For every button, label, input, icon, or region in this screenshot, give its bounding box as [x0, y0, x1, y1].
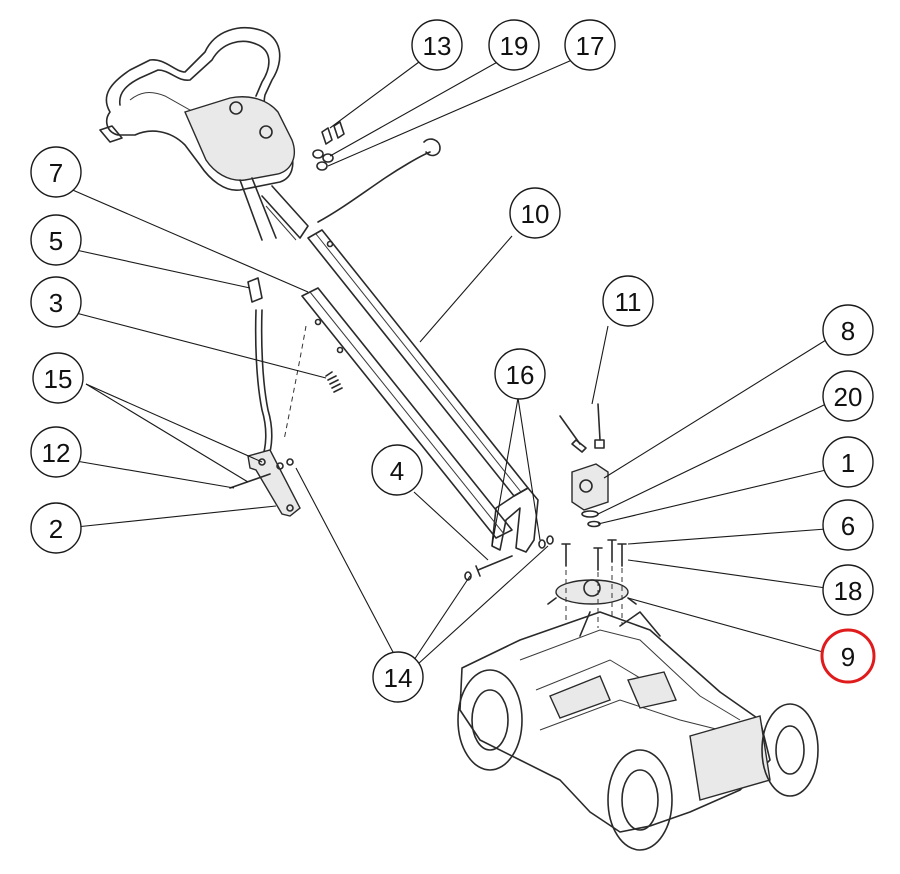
svg-text:17: 17 [576, 31, 605, 61]
callout-1[interactable]: 1 [822, 436, 874, 488]
svg-text:4: 4 [390, 456, 404, 486]
handle-assembly [99, 27, 309, 241]
washer-stack-20-1 [581, 510, 601, 528]
lever-bracket-2 [229, 449, 301, 517]
callout-20[interactable]: 20 [822, 370, 874, 422]
callout-14[interactable]: 14 [372, 651, 424, 703]
svg-text:3: 3 [49, 288, 63, 318]
spring-3 [325, 371, 343, 393]
callout-17[interactable]: 17 [564, 19, 616, 71]
svg-text:8: 8 [841, 316, 855, 346]
callout-9[interactable]: 9 [820, 628, 876, 684]
svg-text:6: 6 [841, 511, 855, 541]
svg-text:5: 5 [49, 226, 63, 256]
pin-set-4-16 [464, 535, 554, 581]
svg-text:19: 19 [500, 31, 529, 61]
callout-6[interactable]: 6 [822, 499, 874, 551]
cable-part-11 [559, 403, 605, 453]
svg-text:14: 14 [384, 663, 413, 693]
callout-19[interactable]: 19 [488, 19, 540, 71]
svg-text:10: 10 [521, 199, 550, 229]
callout-18[interactable]: 18 [822, 564, 874, 616]
bolts-6 [561, 539, 627, 571]
svg-text:18: 18 [834, 576, 863, 606]
callout-10[interactable]: 10 [509, 187, 561, 239]
callout-4[interactable]: 4 [371, 444, 423, 496]
svg-text:20: 20 [834, 382, 863, 412]
callout-8[interactable]: 8 [822, 304, 874, 356]
callout-11[interactable]: 11 [602, 275, 654, 327]
svg-text:15: 15 [44, 364, 73, 394]
fastener-set-13-19-17 [312, 121, 345, 171]
lower-tube-7 [301, 287, 513, 539]
leader-lines [67, 59, 827, 665]
mower-body-9 [457, 611, 819, 851]
callout-2[interactable]: 2 [30, 502, 82, 554]
callout-16[interactable]: 16 [494, 348, 546, 400]
svg-text:16: 16 [506, 360, 535, 390]
callout-13[interactable]: 13 [411, 19, 463, 71]
callout-7[interactable]: 7 [30, 146, 82, 198]
callout-5[interactable]: 5 [30, 214, 82, 266]
svg-text:13: 13 [423, 31, 452, 61]
lever-rod-5 [247, 277, 273, 459]
bracket-8 [571, 463, 609, 511]
svg-text:2: 2 [49, 514, 63, 544]
callout-3[interactable]: 3 [30, 276, 82, 328]
svg-text:1: 1 [841, 448, 855, 478]
svg-text:9: 9 [841, 642, 855, 672]
callout-15[interactable]: 15 [32, 352, 84, 404]
mount-plate-18 [547, 579, 637, 605]
control-cable [317, 138, 441, 223]
svg-text:12: 12 [42, 438, 71, 468]
svg-text:11: 11 [615, 287, 642, 317]
callout-12[interactable]: 12 [30, 426, 82, 478]
svg-text:7: 7 [49, 158, 63, 188]
